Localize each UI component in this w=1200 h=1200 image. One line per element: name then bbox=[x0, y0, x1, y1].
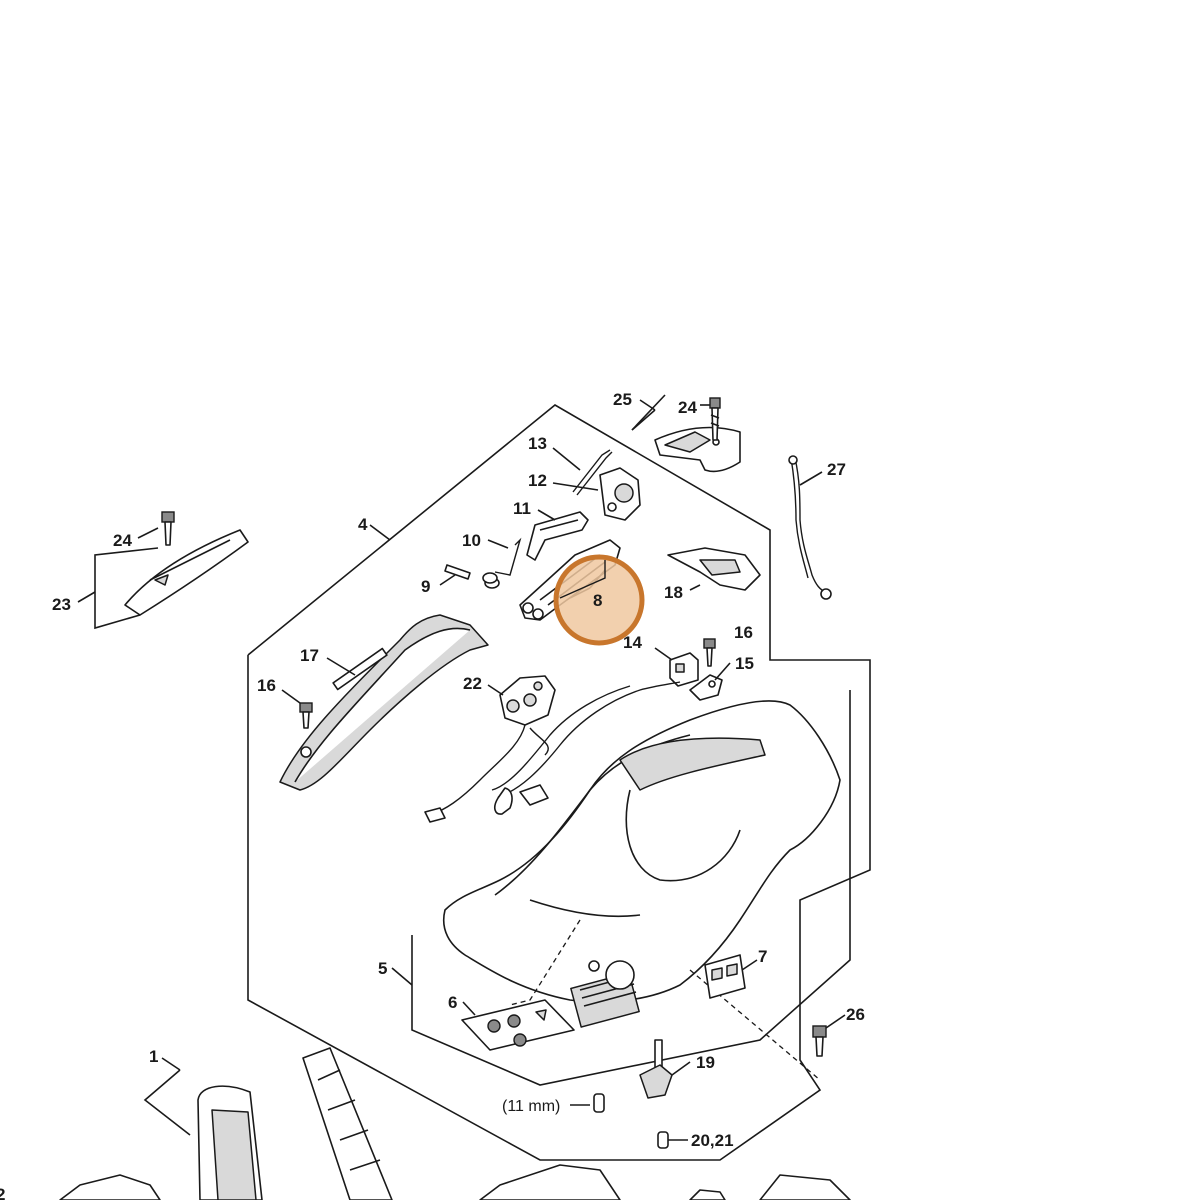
part-23-cover[interactable] bbox=[124, 529, 249, 616]
callout-15: 15 bbox=[735, 654, 754, 673]
callout-9: 9 bbox=[421, 577, 430, 596]
callout-4: 4 bbox=[358, 515, 368, 534]
part-15-bracket[interactable] bbox=[689, 674, 723, 701]
callout-1: 1 bbox=[149, 1047, 158, 1066]
callout-2: 2 bbox=[0, 1185, 5, 1200]
callout-11: 11 bbox=[513, 499, 531, 518]
callout-23: 23 bbox=[52, 595, 71, 614]
callout-24-left: 24 bbox=[113, 531, 132, 550]
bottom-partial-parts bbox=[59, 1164, 851, 1200]
callout-8: 8 bbox=[593, 591, 602, 610]
callout-16-left: 16 bbox=[257, 676, 276, 695]
part-7-label[interactable] bbox=[704, 954, 746, 999]
callout-13: 13 bbox=[528, 434, 547, 453]
callout-16-right: 16 bbox=[734, 623, 753, 642]
part-25-cover[interactable] bbox=[654, 426, 741, 473]
group-bracket-23 bbox=[94, 547, 159, 630]
leader-dashed-5 bbox=[509, 919, 581, 1006]
callout-27: 27 bbox=[827, 460, 846, 479]
part-16-screw-left[interactable] bbox=[299, 702, 313, 729]
part-26-screw[interactable] bbox=[812, 1025, 827, 1057]
part-17-handle[interactable] bbox=[279, 614, 489, 791]
part-11mm-sleeve[interactable] bbox=[593, 1093, 605, 1113]
callout-24-top: 24 bbox=[678, 398, 697, 417]
group-outline-4 bbox=[247, 404, 871, 1161]
part-24-screw-top[interactable] bbox=[709, 397, 721, 441]
part-22-switch[interactable] bbox=[499, 675, 556, 726]
callout-22: 22 bbox=[463, 674, 482, 693]
part-13-rod[interactable] bbox=[572, 449, 613, 496]
group-outline-5 bbox=[411, 690, 851, 1086]
callout-6: 6 bbox=[448, 993, 457, 1012]
callout-19: 19 bbox=[696, 1053, 715, 1072]
callout-14: 14 bbox=[623, 633, 642, 652]
callout-5: 5 bbox=[378, 959, 387, 978]
highlight-marker-part-8[interactable] bbox=[553, 554, 645, 646]
part-12-housing[interactable] bbox=[599, 467, 641, 521]
callout-18: 18 bbox=[664, 583, 683, 602]
callout-10: 10 bbox=[462, 531, 481, 550]
callout-dim-11mm: (11 mm) bbox=[502, 1098, 560, 1115]
part-24-screw-left[interactable] bbox=[161, 511, 175, 546]
part-18-cap[interactable] bbox=[667, 547, 761, 591]
callout-26: 26 bbox=[846, 1005, 865, 1024]
callout-12: 12 bbox=[528, 471, 547, 490]
part-14-bracket[interactable] bbox=[669, 652, 699, 687]
group-bracket-1 bbox=[143, 1069, 191, 1136]
callout-20-21: 20,21 bbox=[691, 1131, 734, 1150]
part-10-spring[interactable] bbox=[482, 537, 522, 589]
part-20-21-sleeve[interactable] bbox=[657, 1131, 669, 1149]
part-9-pin[interactable] bbox=[444, 564, 471, 580]
part-6-label[interactable] bbox=[461, 999, 575, 1051]
part-19-valve[interactable] bbox=[639, 1039, 673, 1099]
wire-harness bbox=[424, 681, 681, 823]
callout-17: 17 bbox=[300, 646, 319, 665]
highlight-inner-leader bbox=[559, 560, 606, 599]
part-1-air-filter[interactable] bbox=[197, 1047, 393, 1200]
callout-7: 7 bbox=[758, 947, 767, 966]
part-11-lever[interactable] bbox=[526, 511, 589, 561]
part-27-cable[interactable] bbox=[788, 455, 832, 600]
part-5-housing[interactable] bbox=[443, 700, 841, 1028]
part-16-screw-right[interactable] bbox=[703, 638, 716, 667]
callout-25: 25 bbox=[613, 390, 632, 409]
